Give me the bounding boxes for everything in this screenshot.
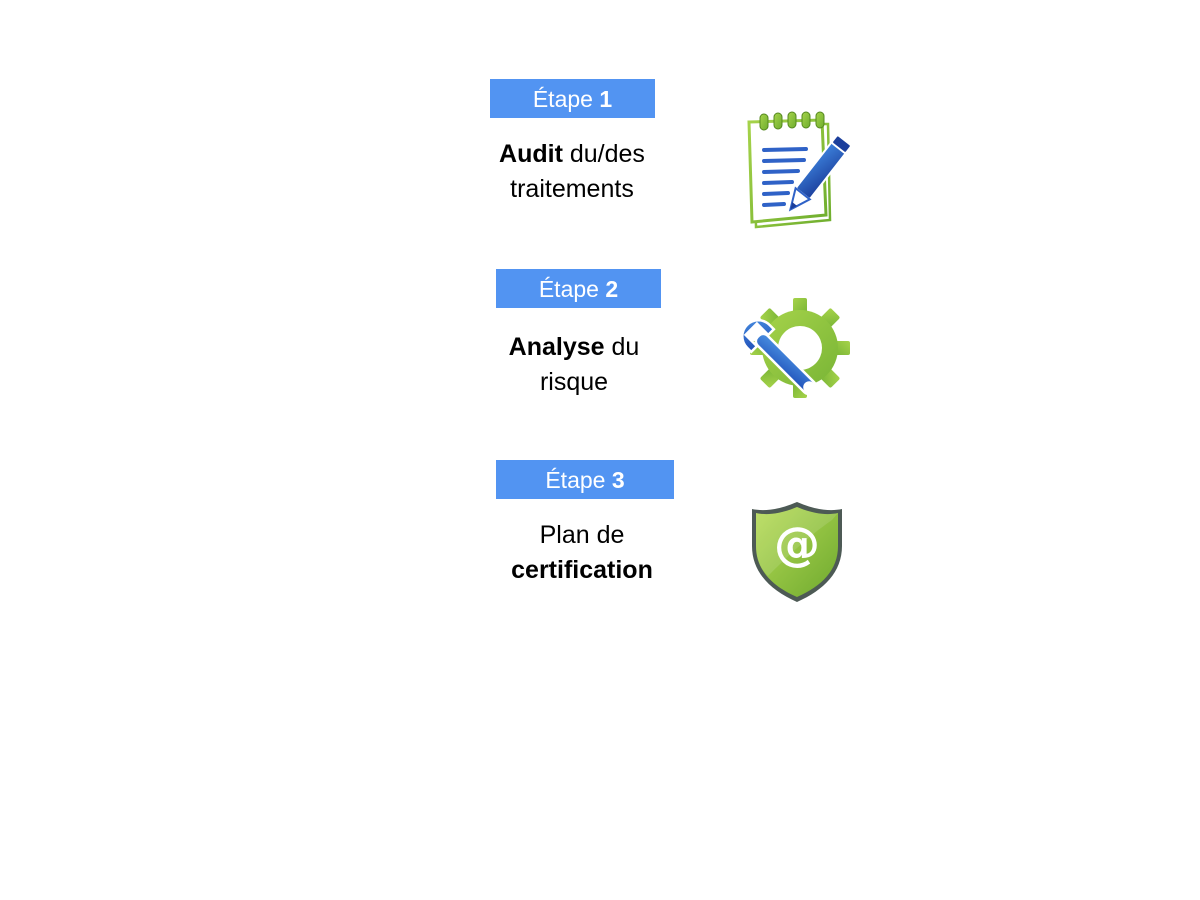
step-3-line-2: certification: [482, 553, 682, 588]
step-1-line-1-rest: du/des: [562, 140, 645, 168]
step-3-description: Plan de certification: [482, 518, 682, 588]
step-2-badge: Étape 2: [496, 269, 661, 308]
notepad-pencil-icon: [747, 111, 852, 229]
svg-text:@: @: [774, 517, 820, 571]
step-1-badge-number: 1: [599, 86, 613, 112]
step-1-badge-word: Étape: [532, 86, 593, 112]
shield-at-icon: @: [752, 502, 842, 602]
step-2-description: Analyse du risque: [474, 330, 674, 400]
step-1-line-1: Audit du/des: [472, 137, 672, 172]
step-1-line-2: traitements: [510, 175, 634, 203]
step-1-badge: Étape 1: [490, 79, 655, 118]
step-2-badge-word: Étape: [538, 276, 599, 302]
step-3-badge: Étape 3: [496, 460, 674, 499]
step-3-badge-number: 3: [611, 467, 625, 493]
step-1-description: Audit du/des traitements: [472, 137, 672, 207]
step-3-keyword: certification: [511, 556, 653, 584]
step-2-line-1: Analyse du: [474, 330, 674, 365]
gear-wrench-icon: [741, 298, 850, 398]
step-3-badge-word: Étape: [545, 467, 606, 493]
step-2-line-1-rest: du: [604, 333, 640, 361]
step-1-keyword: Audit: [499, 140, 563, 168]
step-2-badge-number: 2: [605, 276, 619, 302]
step-2-keyword: Analyse: [508, 333, 605, 361]
step-3-line-1: Plan de: [539, 521, 625, 549]
step-2-line-2: risque: [539, 368, 609, 396]
